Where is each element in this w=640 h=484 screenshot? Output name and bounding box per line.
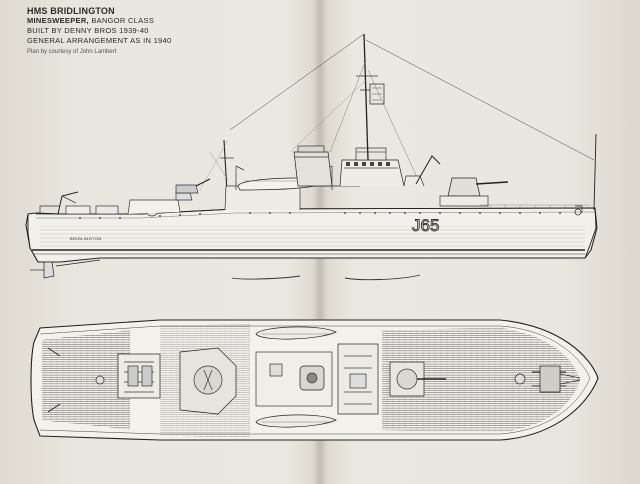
aerial-wire	[229, 33, 365, 131]
starboard-boat	[255, 414, 337, 428]
bilge-keel-fwd	[344, 274, 421, 281]
pennant-number-text: J65	[412, 216, 439, 235]
plan-caption: HMS BRIDLINGTON MINESWEEPER, BANGOR CLAS…	[27, 6, 257, 57]
aft-aa-gun	[175, 184, 199, 194]
fore-mast	[363, 33, 369, 161]
bilge-keel-aft	[231, 275, 301, 280]
propeller-shaft	[55, 259, 101, 267]
windlass	[539, 365, 561, 393]
ship-name-title: HMS BRIDLINGTON	[27, 6, 115, 16]
side-elevation: BRIDLINGTON J65	[25, 33, 598, 281]
forestay	[365, 39, 595, 161]
hull-name-text: BRIDLINGTON	[70, 236, 102, 241]
porthole-row	[79, 212, 561, 219]
port-boat	[255, 326, 337, 340]
main-gun-shield	[447, 177, 481, 197]
sweep-winch	[95, 205, 119, 215]
sweep-winch-plan	[117, 353, 161, 399]
jackstaff	[593, 133, 597, 211]
derrick	[415, 155, 441, 185]
capstan	[514, 373, 526, 385]
ship-class-line: MINESWEEPER, BANGOR CLASS	[27, 16, 155, 25]
plan-view	[30, 319, 599, 441]
rudder	[43, 261, 55, 279]
main-gun-barrel	[475, 181, 509, 185]
builder-line: BUILT BY DENNY BROS 1939-40	[27, 26, 149, 35]
arrangement-line: GENERAL ARRANGEMENT AS IN 1940	[27, 36, 172, 45]
credit-line: Plan by courtesy of John Lambert	[27, 49, 117, 55]
